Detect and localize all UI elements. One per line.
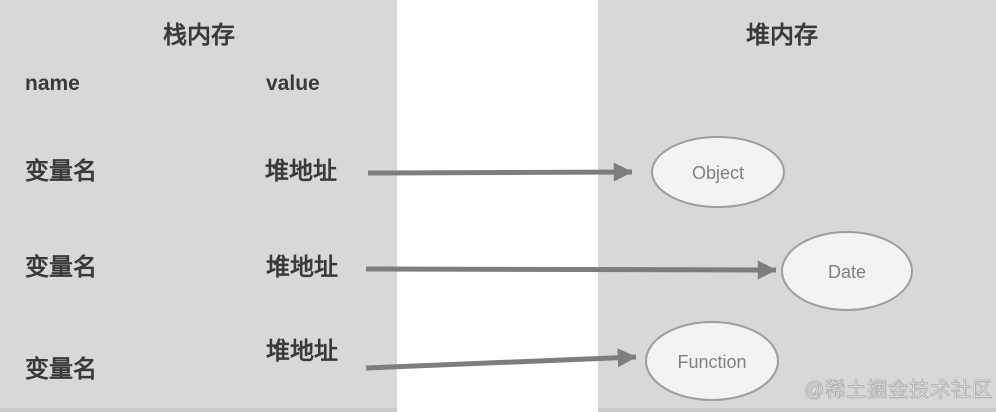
heap-node-date: Date — [781, 231, 913, 311]
bottom-edge-right — [598, 408, 996, 412]
stack-row-1-value: 堆地址 — [265, 158, 337, 185]
watermark: @稀土掘金技术社区 — [803, 379, 993, 402]
column-header-value: value — [266, 72, 320, 95]
heap-node-ellipse — [645, 321, 779, 401]
stack-row-3-name: 变量名 — [25, 356, 97, 383]
heap-node-label: Date — [828, 262, 866, 282]
column-header-name: name — [25, 72, 80, 95]
reference-arrow — [365, 260, 777, 280]
stack-row-1-name: 变量名 — [25, 158, 97, 185]
panel-gap — [397, 0, 598, 412]
reference-arrow — [365, 348, 637, 371]
stack-row-3-value: 堆地址 — [266, 338, 338, 365]
bottom-edge-left — [0, 408, 397, 412]
heap-node-ellipse — [781, 231, 913, 311]
heap-node-ellipse — [651, 136, 785, 208]
heap-node-label: Object — [692, 163, 744, 183]
heap-memory-title: 堆内存 — [746, 22, 818, 49]
stack-row-2-value: 堆地址 — [266, 254, 338, 281]
heap-node-object: Object — [651, 136, 785, 208]
stack-row-2-name: 变量名 — [25, 254, 97, 281]
heap-node-label: Function — [677, 352, 746, 372]
heap-node-function: Function — [645, 321, 779, 401]
stack-memory-title: 栈内存 — [163, 22, 235, 49]
reference-arrow — [367, 162, 633, 182]
